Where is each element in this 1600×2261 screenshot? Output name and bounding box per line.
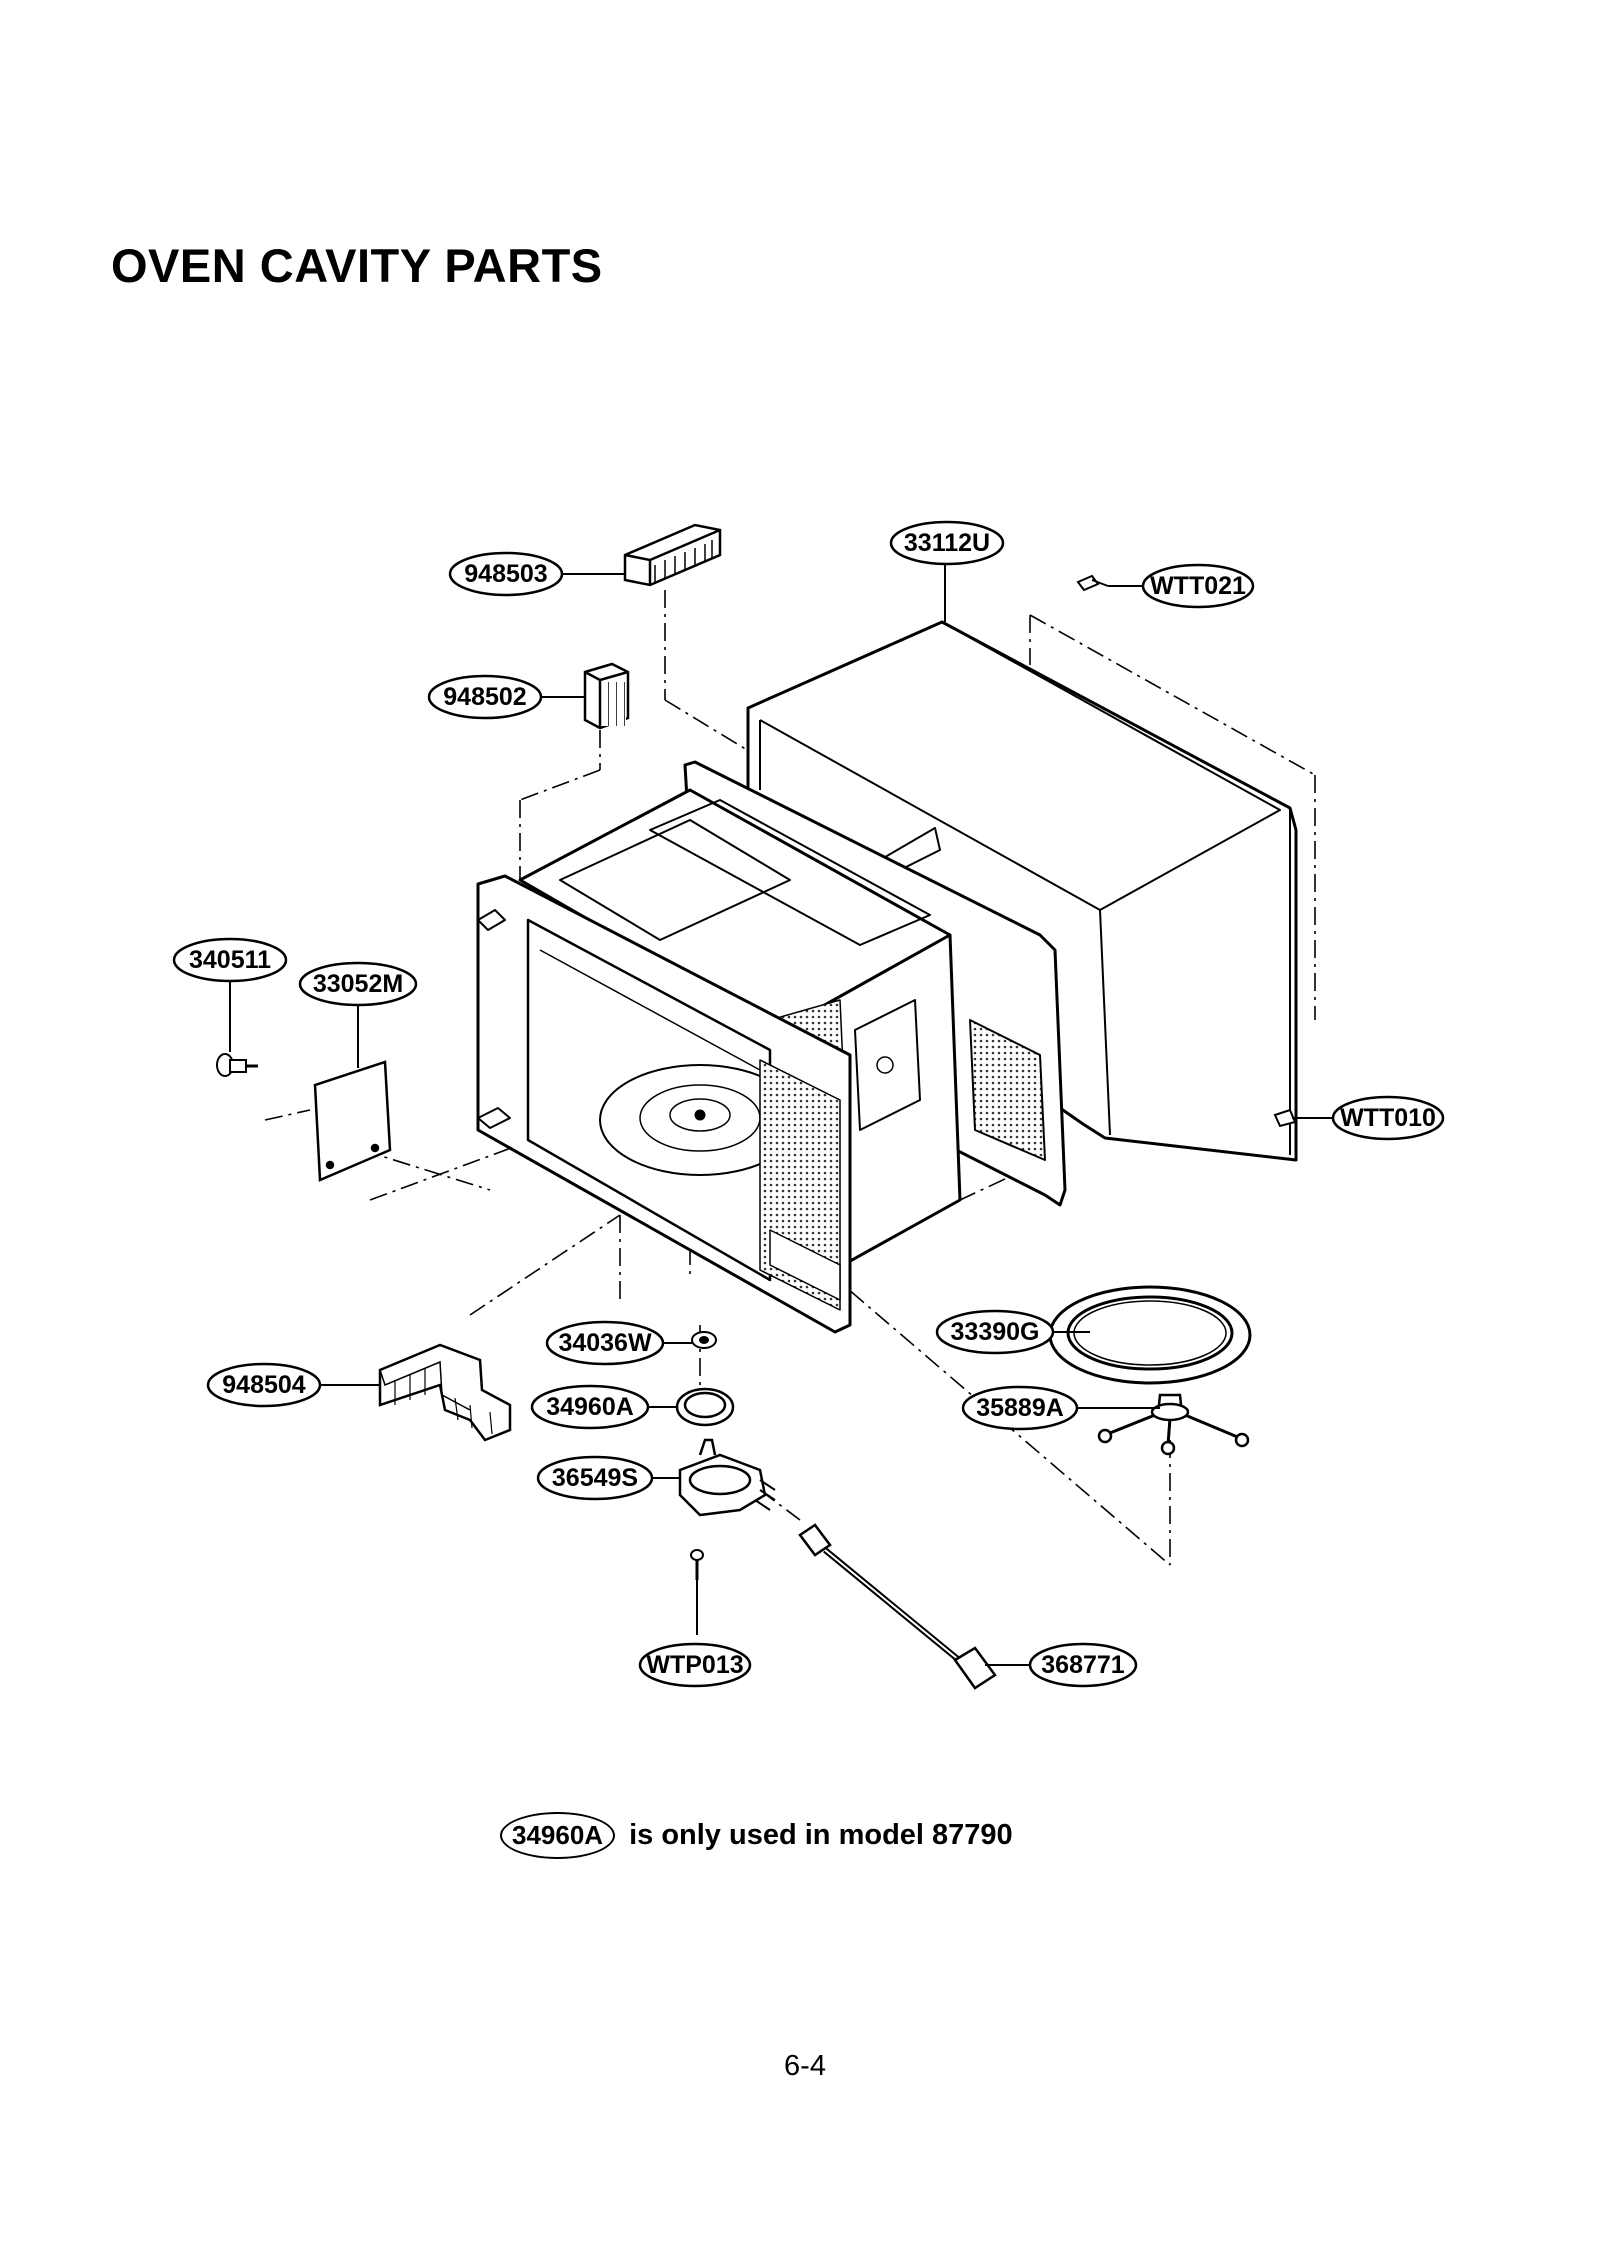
part-label: 948503 <box>448 551 564 597</box>
part-label-text: 34036W <box>558 1329 652 1357</box>
part-label: 33112U <box>889 520 1005 566</box>
part-label: 340511 <box>172 937 288 983</box>
part-labels: 948503 33112U WTT021 948502 340511 33052… <box>172 520 1445 1688</box>
part-label: 33052M <box>298 961 418 1007</box>
part-34960A-shape <box>675 1387 735 1427</box>
model-note: 34960A is only used in model 87790 <box>500 1808 1013 1862</box>
part-label: 368771 <box>1028 1642 1138 1688</box>
part-label-text: 368771 <box>1041 1651 1125 1679</box>
part-label-text: 33390G <box>951 1318 1040 1346</box>
part-35889A-shape <box>1097 1393 1250 1456</box>
part-label: 34960A <box>530 1384 650 1430</box>
part-label: 35889A <box>961 1385 1079 1431</box>
part-label-text: 948504 <box>222 1371 306 1399</box>
part-label: 948502 <box>427 674 543 720</box>
part-label-text: 34960A <box>546 1393 634 1421</box>
part-label-text: WTT010 <box>1340 1104 1436 1132</box>
note-part-label: 34960A <box>500 1811 616 1859</box>
part-label-text: 948503 <box>464 560 547 588</box>
part-948503-shape <box>623 523 722 587</box>
part-948504-shape <box>378 1343 512 1442</box>
part-33390G-shape <box>1048 1285 1252 1385</box>
part-label-text: WTT021 <box>1150 572 1246 600</box>
part-label: 33390G <box>935 1309 1055 1355</box>
page-number: 6-4 <box>784 2050 826 2082</box>
part-label-text: 33112U <box>904 529 990 557</box>
part-label: WTT021 <box>1141 563 1255 609</box>
part-label: WTP013 <box>638 1642 752 1688</box>
part-WTT010-shape <box>1273 1108 1330 1128</box>
part-948502-shape <box>583 662 630 730</box>
part-label: 34036W <box>545 1320 665 1366</box>
part-label-text: 340511 <box>189 946 271 974</box>
part-label-text: 948502 <box>443 683 526 711</box>
part-33052M-shape <box>313 1060 392 1182</box>
part-label: 36549S <box>536 1455 654 1501</box>
part-label: 948504 <box>206 1362 322 1408</box>
part-label-text: 36549S <box>552 1464 638 1492</box>
part-368771-shape <box>798 1523 997 1690</box>
part-34036W-shape <box>691 1331 717 1349</box>
part-label-text: 33052M <box>313 970 403 998</box>
part-WTP013-shape <box>690 1549 704 1580</box>
part-340511-shape <box>216 1053 258 1077</box>
part-36549S-shape <box>678 1438 776 1517</box>
part-label: WTT010 <box>1331 1095 1445 1141</box>
leader-lines <box>229 563 1335 1666</box>
part-WTT021-shape <box>1076 574 1109 592</box>
part-label-text: WTP013 <box>646 1651 743 1679</box>
note-text: is only used in model 87790 <box>629 1818 1013 1851</box>
page-title: OVEN CAVITY PARTS <box>111 239 603 292</box>
oven-cavity <box>476 760 1067 1334</box>
part-label-text: 35889A <box>976 1394 1064 1422</box>
